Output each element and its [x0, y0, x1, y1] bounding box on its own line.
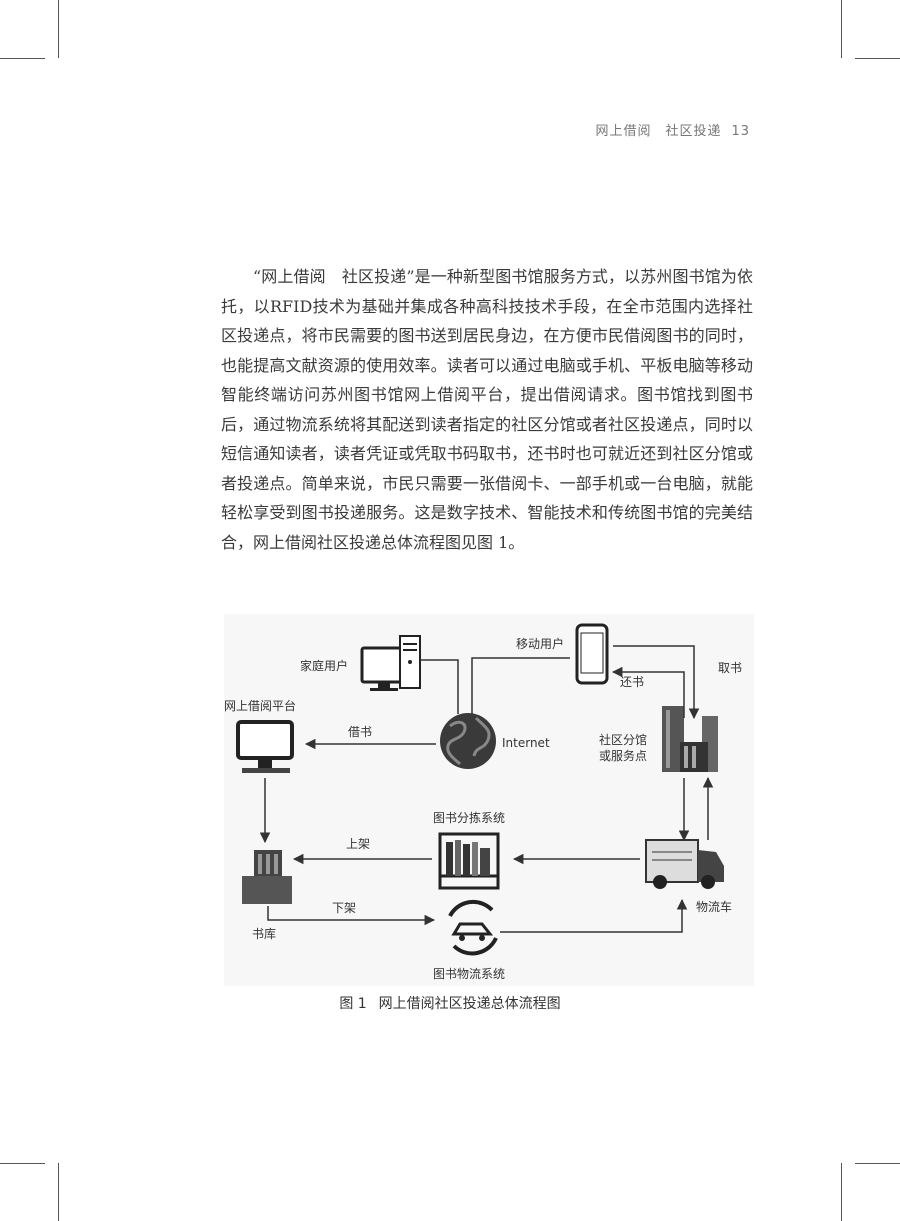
connector-lines	[259, 645, 714, 933]
building-icon	[242, 850, 292, 904]
buildings-icon	[662, 706, 718, 772]
label-borrow: 借书	[348, 725, 372, 739]
running-header: 网上借阅 社区投递 13	[585, 120, 750, 139]
car-cycle-icon	[448, 899, 498, 956]
globe-icon	[440, 713, 496, 769]
header-title: 网上借阅 社区投递	[595, 124, 722, 139]
crop-mark	[855, 58, 900, 59]
truck-icon	[645, 839, 724, 889]
crop-mark	[58, 1163, 59, 1221]
label-stacks: 书库	[252, 926, 276, 941]
bookshelf-icon	[438, 832, 500, 890]
figure-caption: 图 1 网上借阅社区投递总体流程图	[0, 993, 900, 1013]
label-community-line2: 或服务点	[599, 748, 647, 763]
page-number: 13	[731, 124, 750, 139]
label-platform: 网上借阅平台	[224, 698, 296, 713]
monitor-icon	[236, 720, 294, 773]
caption-title: 网上借阅社区投递总体流程图	[378, 996, 561, 1012]
crop-mark	[0, 1163, 45, 1164]
crop-mark	[58, 0, 59, 58]
crop-mark	[841, 0, 842, 58]
label-sorting: 图书分拣系统	[433, 810, 505, 825]
label-return: 还书	[620, 675, 644, 689]
caption-number: 图 1	[339, 996, 367, 1012]
label-truck: 物流车	[696, 899, 732, 914]
body-paragraph: “网上借阅 社区投递”是一种新型图书馆服务方式，以苏州图书馆为依托，以RFID技…	[221, 267, 753, 552]
label-community-line1: 社区分馆	[599, 732, 647, 747]
label-home-user: 家庭用户	[300, 658, 348, 673]
label-shelve: 上架	[346, 837, 370, 851]
label-mobile-user: 移动用户	[516, 636, 564, 651]
crop-mark	[841, 1163, 842, 1221]
crop-mark	[0, 58, 45, 59]
label-pickup: 取书	[718, 661, 742, 675]
label-internet: Internet	[502, 736, 550, 750]
smartphone-icon	[575, 623, 609, 685]
label-unshelve: 下架	[332, 901, 356, 915]
crop-mark	[855, 1163, 900, 1164]
desktop-computer-icon	[360, 635, 421, 691]
label-logistics: 图书物流系统	[433, 967, 505, 981]
flowchart-figure: 家庭用户 移动用户 Internet 网上借阅平台 社区分馆 或服务点	[224, 614, 754, 986]
